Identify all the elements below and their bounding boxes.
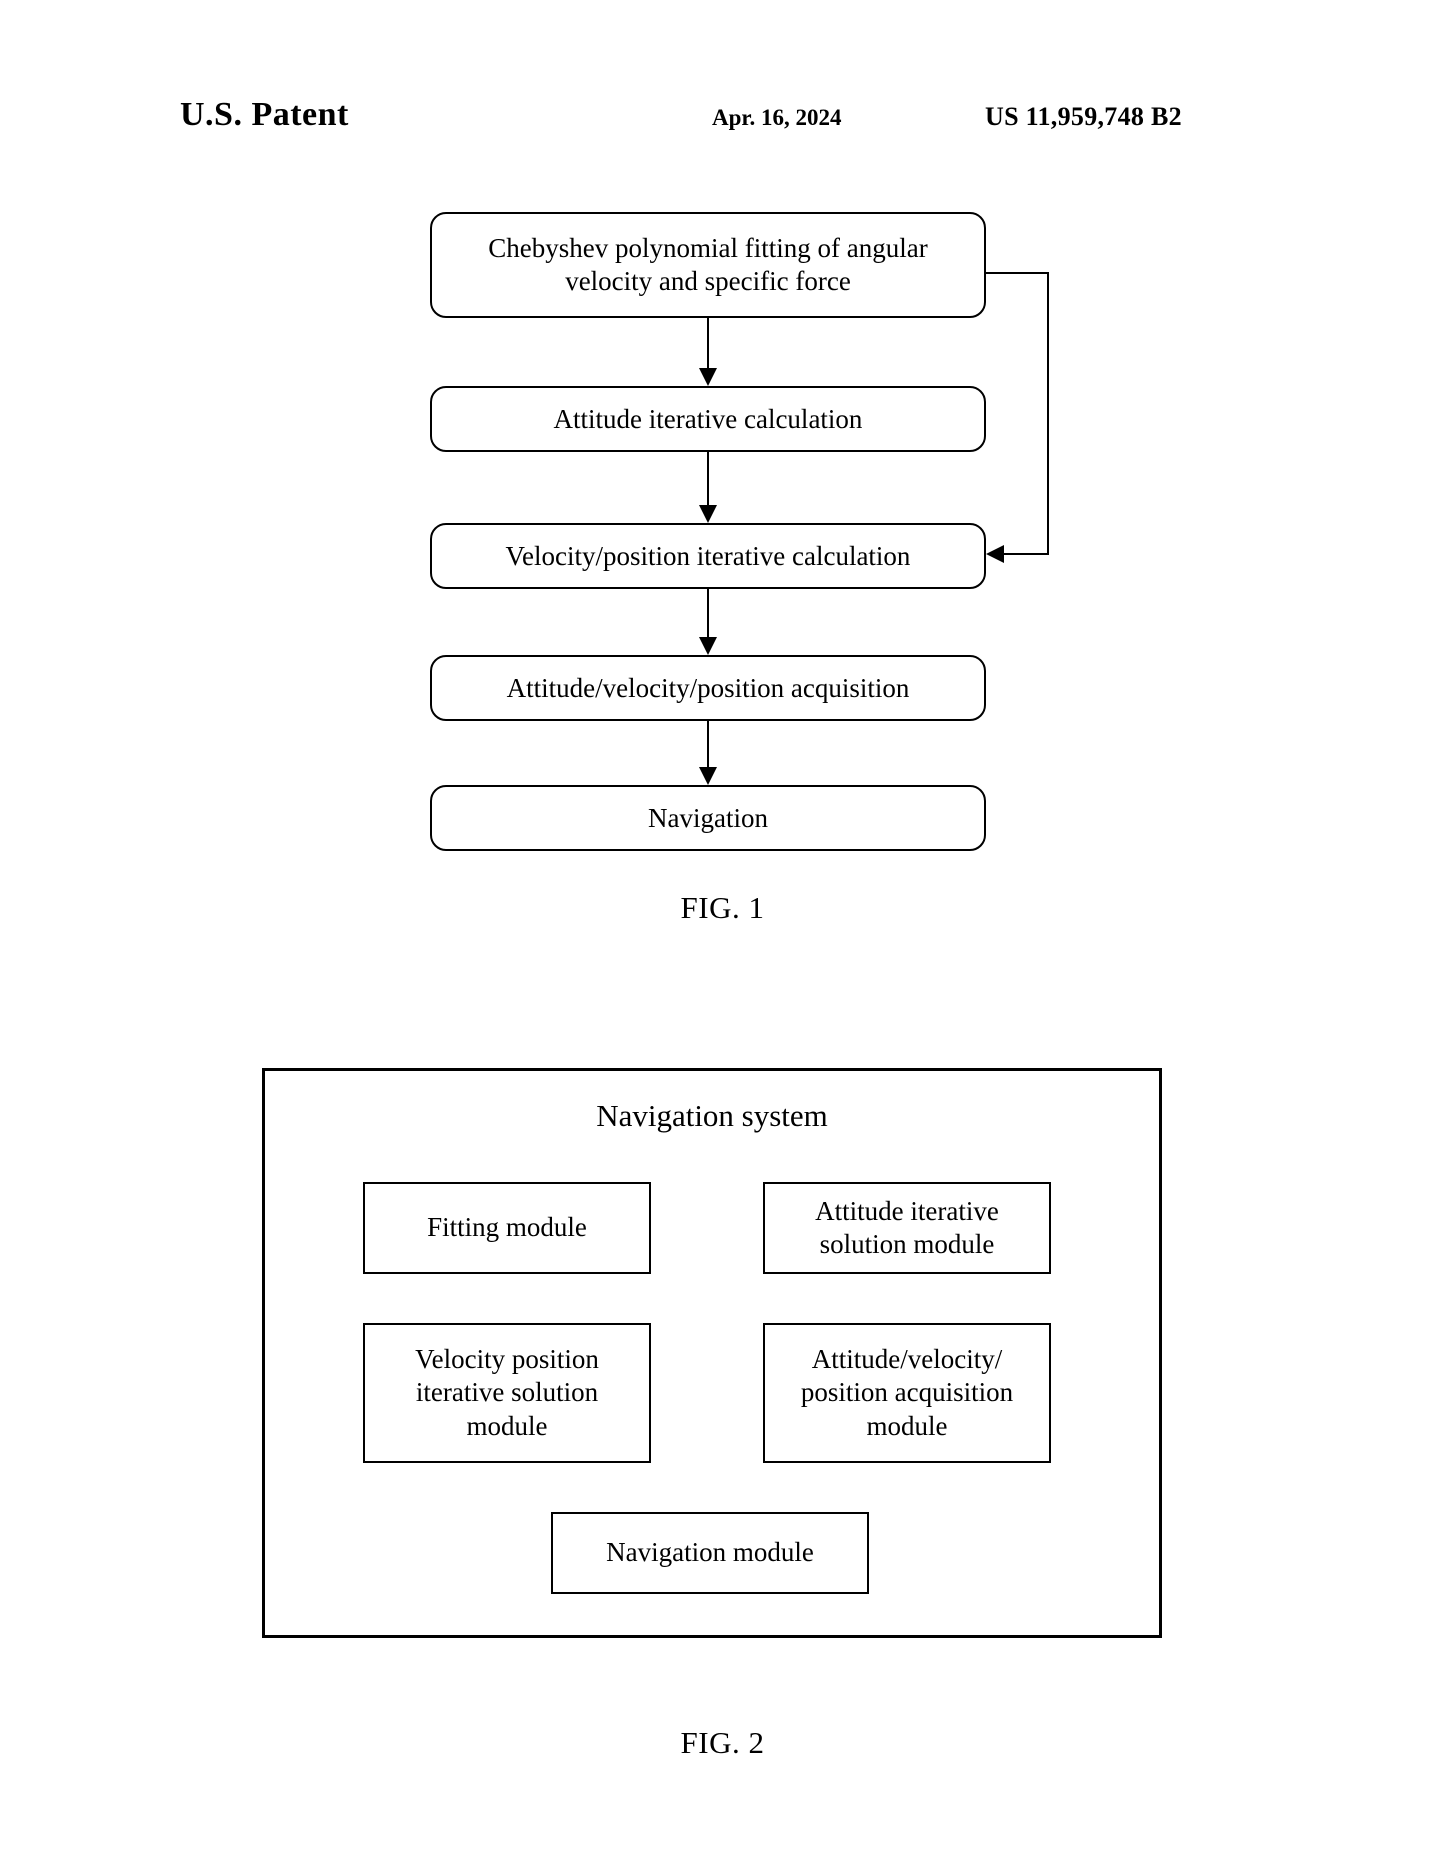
feedback-arrow-head-icon: [986, 545, 1004, 563]
arrow-head-icon-2: [699, 505, 717, 523]
patent-issue-date: Apr. 16, 2024: [712, 105, 842, 130]
flow-node-chebyshev-fitting: Chebyshev polynomial fitting of angular …: [430, 212, 986, 318]
patent-number: US 11,959,748 B2: [985, 102, 1182, 131]
arrow-head-icon-3: [699, 637, 717, 655]
connector-line-2: [707, 452, 709, 505]
connector-line-3: [707, 589, 709, 637]
connector-line-4: [707, 721, 709, 767]
module-fitting: Fitting module: [363, 1182, 651, 1274]
module-velocity-position-iterative-solution: Velocity position iterative solution mod…: [363, 1323, 651, 1463]
arrow-head-icon-1: [699, 368, 717, 386]
feedback-line-top: [986, 272, 1049, 274]
flow-node-attitude-iterative-calculation: Attitude iterative calculation: [430, 386, 986, 452]
module-attitude-iterative-solution: Attitude iterative solution module: [763, 1182, 1051, 1274]
arrow-head-icon-4: [699, 767, 717, 785]
figure-1: Chebyshev polynomial fitting of angular …: [430, 212, 1049, 925]
feedback-line-right: [1047, 272, 1049, 555]
module-navigation: Navigation module: [551, 1512, 869, 1594]
flow-node-velocity-position-iterative-calculation: Velocity/position iterative calculation: [430, 523, 986, 589]
patent-page-header: U.S. Patent Apr. 16, 2024 US 11,959,748 …: [0, 96, 1445, 142]
figure-2-caption: FIG. 2: [680, 1725, 765, 1760]
feedback-line-bottom: [1003, 553, 1049, 555]
module-attitude-velocity-position-acquisition: Attitude/velocity/ position acquisition …: [763, 1323, 1051, 1463]
flow-node-attitude-velocity-position-acquisition: Attitude/velocity/position acquisition: [430, 655, 986, 721]
figure-1-caption: FIG. 1: [680, 890, 765, 925]
navigation-system-title: Navigation system: [596, 1098, 828, 1133]
connector-line-1: [707, 318, 709, 368]
patent-office-label: U.S. Patent: [180, 96, 349, 133]
flow-node-navigation: Navigation: [430, 785, 986, 851]
